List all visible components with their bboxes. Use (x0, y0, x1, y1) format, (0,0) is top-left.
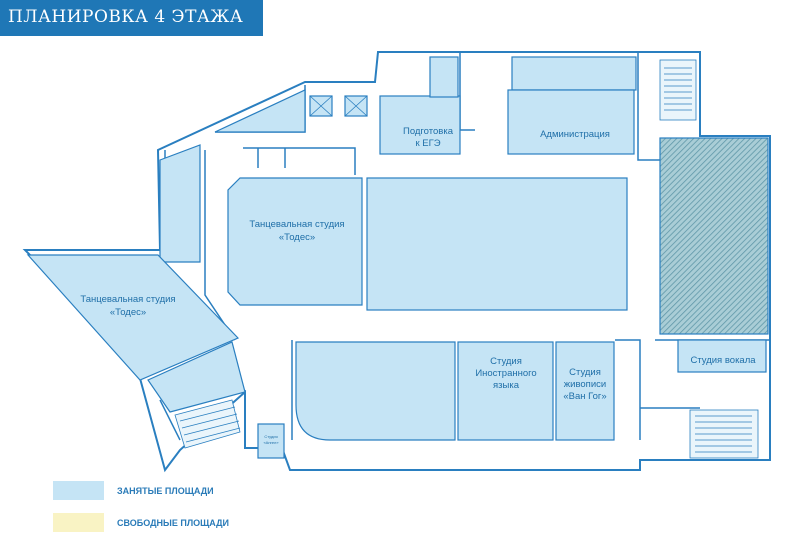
label-ege-1: Подготовка (403, 126, 454, 137)
elevators (309, 95, 368, 117)
room-admin (507, 89, 635, 155)
header-banner (0, 0, 263, 36)
label-vocal: Студия вокала (690, 355, 756, 366)
label-todes-center-1: Танцевальная студия (249, 219, 344, 230)
legend-occupied-swatch (53, 481, 104, 500)
label-small-room-1: Студия (264, 434, 277, 439)
room-languages (457, 341, 554, 441)
room-todes-center (227, 177, 363, 306)
label-van-gogh-3: «Ван Гог» (563, 391, 606, 402)
room-todes-left (26, 254, 240, 381)
label-languages-1: Студия (490, 356, 522, 367)
label-van-gogh-2: живописи (564, 379, 606, 390)
room-vocal (677, 339, 767, 373)
hatched-area (659, 137, 769, 335)
label-todes-left-1: Танцевальная студия (80, 294, 175, 305)
legend-free-swatch (53, 513, 104, 532)
label-todes-center-2: «Тодес» (279, 232, 315, 243)
label-languages-2: Иностранного (475, 368, 536, 379)
room-main-hall (366, 177, 628, 311)
legend-occupied-label: ЗАНЯТЫЕ ПЛОЩАДИ (117, 486, 214, 496)
legend-free-label: СВОБОДНЫЕ ПЛОЩАДИ (117, 518, 230, 528)
label-languages-3: языка (493, 380, 520, 391)
label-admin: Администрация (540, 129, 610, 140)
occupied-rooms (26, 56, 767, 459)
page-title: ПЛАНИРОВКА 4 ЭТАЖА (8, 7, 244, 27)
room-bottom-left (295, 341, 456, 441)
room-small (257, 423, 285, 459)
label-small-room-2: «Ангел» (263, 440, 279, 445)
stairs (174, 59, 759, 459)
building-outline (22, 51, 771, 473)
room-ege (379, 95, 461, 155)
room-van-gogh (555, 341, 615, 441)
label-ege-2: к ЕГЭ (415, 138, 440, 149)
label-van-gogh-1: Студия (569, 367, 601, 378)
label-todes-left-2: «Тодес» (110, 307, 146, 318)
inner-walls (159, 52, 770, 441)
